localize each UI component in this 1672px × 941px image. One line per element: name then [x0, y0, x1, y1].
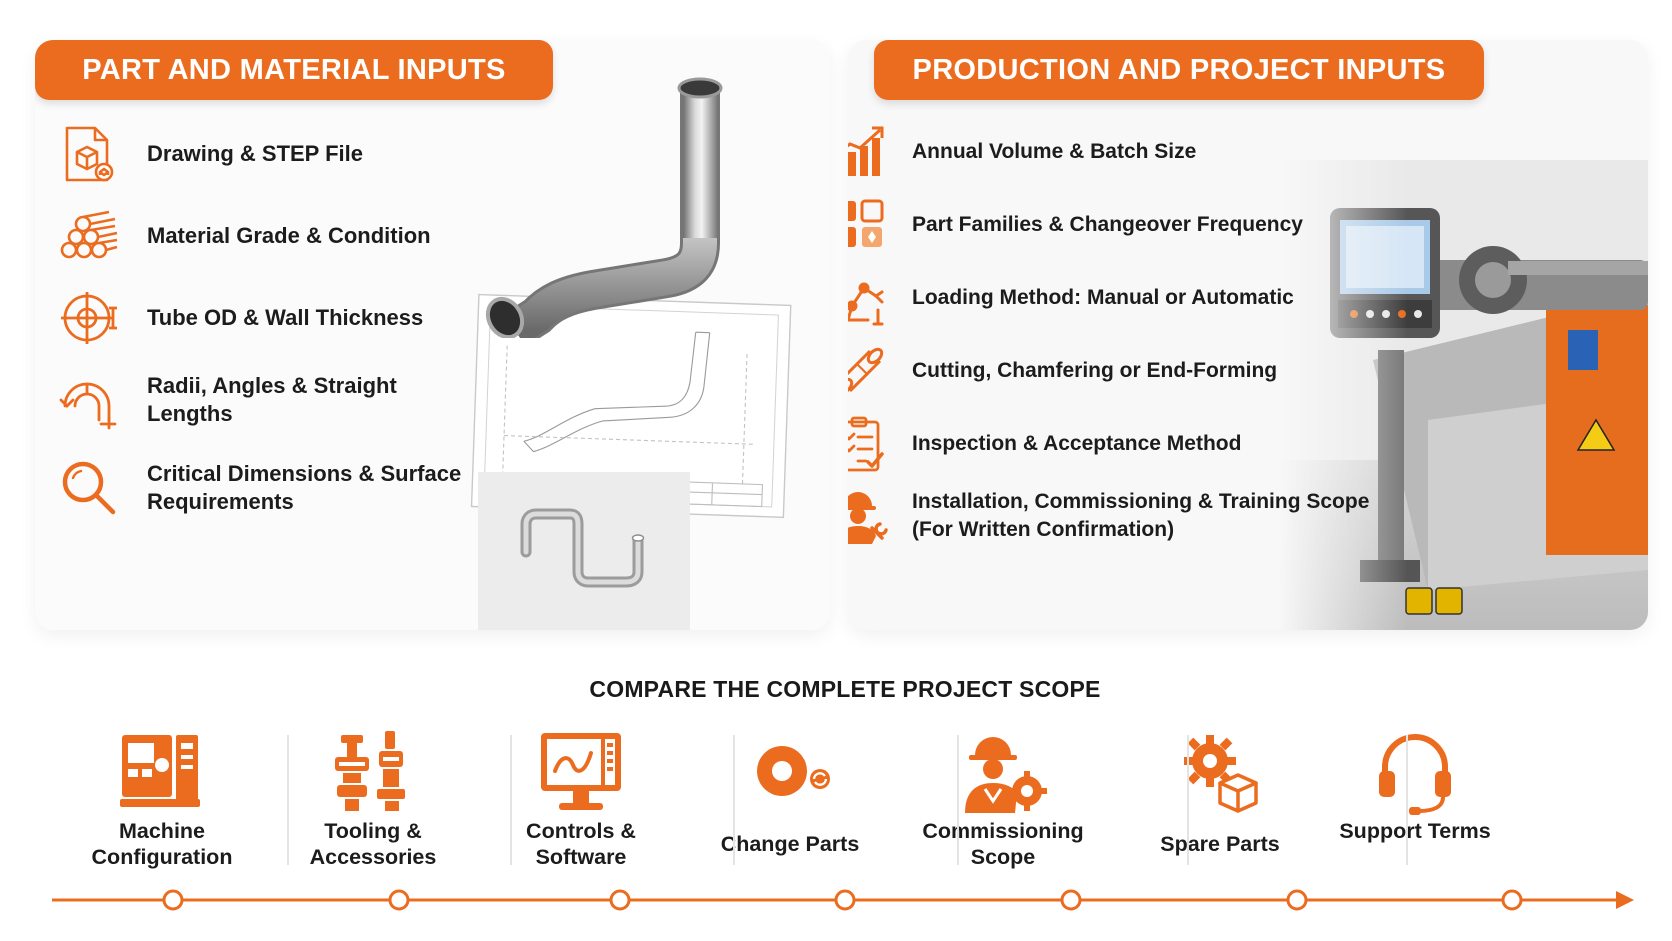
production-project-panel: PRODUCTION AND PROJECT INPUTS [848, 40, 1648, 630]
input-item-loading-method: Loading Method: Manual or Automatic [848, 266, 1382, 330]
input-label: Drawing & STEP File [147, 141, 363, 166]
bar-chart-icon [848, 126, 884, 176]
scope-label: Commissioning Scope [922, 819, 1084, 869]
input-item-critical-dims: Critical Dimensions & Surface Requiremen… [57, 456, 487, 520]
timeline-node [609, 889, 631, 911]
input-item-annual-volume: Annual Volume & Batch Size [848, 120, 1382, 184]
input-item-inspection: Inspection & Acceptance Method [848, 412, 1382, 476]
scope-divider [957, 735, 959, 865]
scope-divider [510, 735, 512, 865]
checklist-icon [848, 416, 884, 472]
part-material-panel: PART AND MATERIAL INPUTS Drawing & STEP … [35, 40, 830, 630]
machine-icon [120, 735, 200, 807]
timeline-node [162, 889, 184, 911]
input-label: Part Families & Changeover Frequency [912, 213, 1303, 236]
worker-gear-icon [965, 737, 1047, 813]
scope-item-commissioning: Commissioning Scope [908, 725, 1098, 869]
scope-item-support: Support Terms [1320, 725, 1510, 843]
scope-divider [1187, 735, 1189, 865]
robot-arm-icon [848, 282, 884, 326]
tube-cut-icon [848, 347, 884, 395]
engineer-icon [848, 492, 888, 544]
input-label: Critical Dimensions & Surface Requiremen… [147, 461, 462, 514]
input-item-cutting: Cutting, Chamfering or End-Forming [848, 339, 1382, 403]
scope-title: COMPARE THE COMPLETE PROJECT SCOPE [589, 676, 1101, 702]
scope-timeline [52, 889, 1634, 911]
tube-crosshair-icon [61, 292, 117, 344]
part-families-icon [848, 199, 884, 247]
scope-divider [287, 735, 289, 865]
scope-item-machine: Machine Configuration [67, 725, 257, 869]
gear-box-icon [1184, 735, 1258, 813]
change-parts-icon [757, 746, 830, 796]
input-label: Loading Method: Manual or Automatic [912, 286, 1294, 309]
scope-label: Spare Parts [1160, 832, 1280, 856]
headset-icon [1379, 734, 1451, 815]
input-item-drawing-step: Drawing & STEP File [57, 122, 487, 186]
tube-bending-machine-image [1278, 160, 1648, 630]
scope-item-change-parts: Change Parts [695, 725, 885, 856]
timeline-arrow-icon [1616, 891, 1634, 909]
timeline-node [1501, 889, 1523, 911]
input-label: Material Grade & Condition [147, 223, 431, 248]
input-label: Radii, Angles & Straight Lengths [147, 373, 397, 426]
part-render-image [478, 472, 690, 630]
timeline-node [834, 889, 856, 911]
timeline-node [388, 889, 410, 911]
monitor-icon [541, 733, 621, 810]
scope-item-tooling: Tooling & Accessories [278, 725, 468, 869]
production-project-banner: PRODUCTION AND PROJECT INPUTS [874, 40, 1484, 100]
timeline-node [1286, 889, 1308, 911]
scope-label: Controls & Software [526, 819, 636, 869]
step-file-icon [65, 126, 114, 182]
scope-label: Change Parts [720, 832, 860, 856]
input-label: Cutting, Chamfering or End-Forming [912, 359, 1278, 382]
input-item-part-families: Part Families & Changeover Frequency [848, 193, 1382, 257]
part-material-banner: PART AND MATERIAL INPUTS [35, 40, 553, 100]
input-item-radii: Radii, Angles & Straight Lengths [57, 368, 487, 432]
scope-item-spare-parts: Spare Parts [1125, 725, 1315, 856]
scope-label: Support Terms [1339, 819, 1491, 843]
scope-divider [733, 735, 735, 865]
tooling-icon [335, 731, 405, 811]
scope-item-controls: Controls & Software [486, 725, 676, 869]
input-item-installation: Installation, Commissioning & Training S… [848, 484, 1382, 548]
input-label: Annual Volume & Batch Size [912, 140, 1197, 163]
input-label: Inspection & Acceptance Method [912, 432, 1242, 455]
bent-tube-image [485, 77, 723, 338]
scope-label: Tooling & Accessories [309, 819, 437, 869]
timeline-node [1060, 889, 1082, 911]
input-item-material: Material Grade & Condition [57, 204, 487, 268]
input-label: Installation, Commissioning & Training S… [912, 490, 1370, 541]
scope-label: Machine Configuration [91, 819, 233, 869]
magnifier-icon [62, 461, 116, 515]
material-bars-icon [60, 210, 118, 259]
bend-radius-icon [59, 382, 117, 430]
input-item-tube-od: Tube OD & Wall Thickness [57, 286, 487, 350]
input-label: Tube OD & Wall Thickness [147, 305, 424, 330]
scope-divider [1406, 735, 1408, 865]
